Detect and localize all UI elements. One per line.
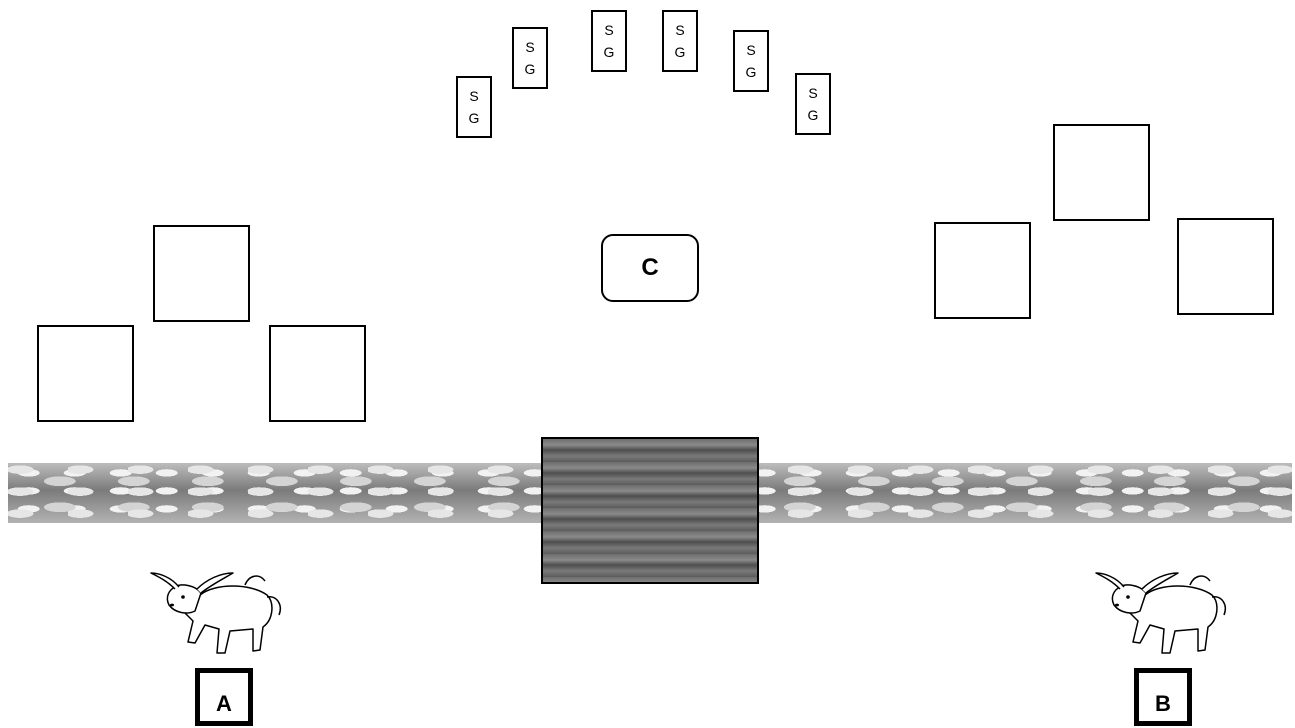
sg-letter-g: G <box>808 104 819 126</box>
sg-marker-4: S G <box>662 10 698 72</box>
sg-letter-g: G <box>525 58 536 80</box>
sg-letter-s: S <box>525 36 534 58</box>
sg-letter-s: S <box>808 82 817 104</box>
right-square-left <box>934 222 1031 319</box>
right-square-right <box>1177 218 1274 315</box>
sg-marker-3: S G <box>591 10 627 72</box>
left-square-right <box>269 325 366 422</box>
left-square-left <box>37 325 134 422</box>
station-a-label: A <box>216 691 232 717</box>
bull-icon <box>145 565 285 665</box>
sg-marker-1: S G <box>456 76 492 138</box>
sg-letter-s: S <box>746 39 755 61</box>
left-square-top <box>153 225 250 322</box>
sg-letter-s: S <box>604 19 613 41</box>
sg-letter-s: S <box>469 85 478 107</box>
right-square-top <box>1053 124 1150 221</box>
sg-letter-g: G <box>746 61 757 83</box>
wooden-bridge <box>541 437 759 584</box>
sg-letter-s: S <box>675 19 684 41</box>
sg-letter-g: G <box>675 41 686 63</box>
sg-marker-6: S G <box>795 73 831 135</box>
station-a-box: A <box>195 668 253 726</box>
sg-letter-g: G <box>604 41 615 63</box>
bull-icon <box>1090 565 1230 665</box>
station-b-box: B <box>1134 668 1192 726</box>
station-b-label: B <box>1155 691 1171 717</box>
sg-marker-5: S G <box>733 30 769 92</box>
center-label-c: C <box>601 234 699 302</box>
sg-letter-g: G <box>469 107 480 129</box>
sg-marker-2: S G <box>512 27 548 89</box>
